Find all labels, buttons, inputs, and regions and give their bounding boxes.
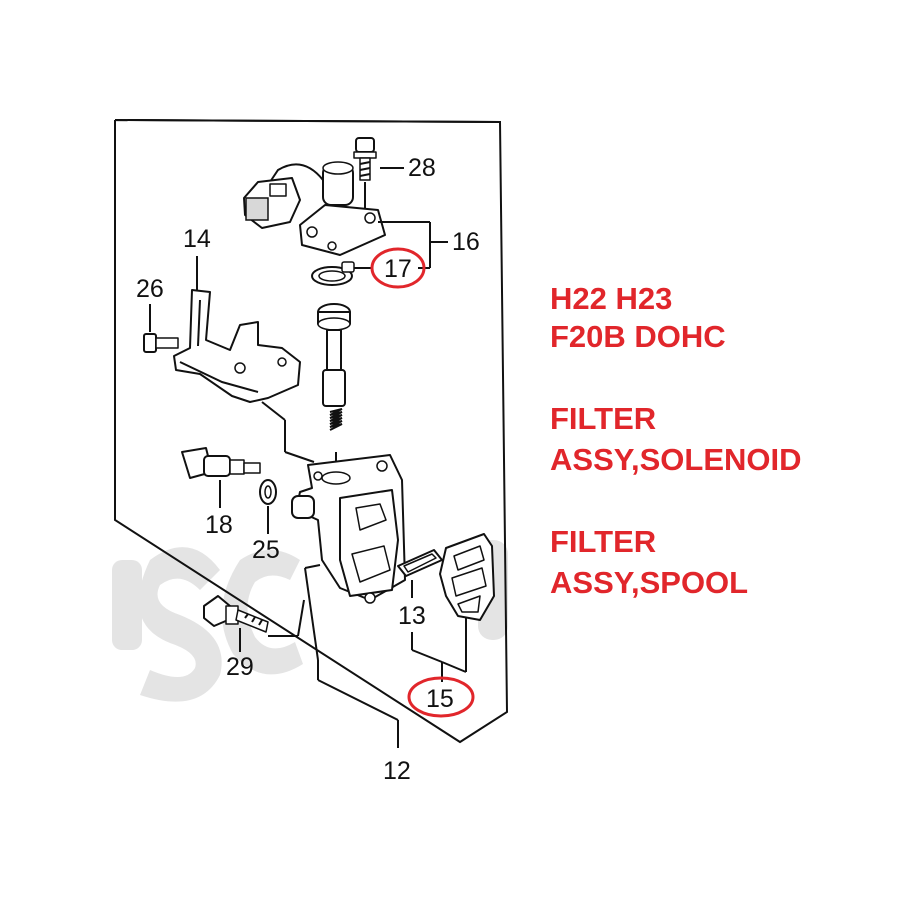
- filter-spool-line-1: FILTER: [550, 524, 657, 559]
- bolt-28-icon: [353, 137, 404, 210]
- filter-solenoid-line-2: ASSY,SOLENOID: [550, 442, 802, 477]
- solenoid-assembly-icon: [243, 161, 448, 269]
- bolt-29-icon: [203, 595, 305, 652]
- part-label-15: 15: [426, 685, 454, 713]
- part-label-29: 29: [226, 653, 254, 681]
- part-label-17: 17: [384, 255, 412, 283]
- filter-solenoid-line-1: FILTER: [550, 401, 657, 436]
- assembly-frame: [114, 119, 509, 744]
- vtec-spool-valve-body-icon: [291, 454, 406, 748]
- gasket-13-icon: [397, 549, 443, 663]
- washer-icon: [259, 479, 277, 534]
- bolt-26-icon: [143, 304, 179, 353]
- part-label-28: 28: [408, 154, 436, 182]
- highlight-circle-15: [407, 676, 475, 718]
- part-label-25: 25: [252, 536, 280, 564]
- highlight-circle-17: [370, 247, 426, 289]
- engine-line-1: H22 H23: [550, 281, 673, 316]
- spool-filter-icon: [439, 533, 495, 682]
- part-label-26: 26: [136, 275, 164, 303]
- filter-spool-line-2: ASSY,SPOOL: [550, 565, 749, 600]
- part-label-12: 12: [383, 757, 411, 785]
- oil-pressure-switch-icon: [181, 447, 261, 508]
- engine-line-2: F20B DOHC: [550, 319, 726, 354]
- solenoid-filter-icon: [311, 261, 372, 286]
- part-label-14: 14: [183, 225, 211, 253]
- bracket-icon: [173, 256, 315, 463]
- part-label-13: 13: [398, 602, 426, 630]
- part-label-18: 18: [205, 511, 233, 539]
- spool-valve-icon: [317, 303, 351, 468]
- part-label-16: 16: [452, 228, 480, 256]
